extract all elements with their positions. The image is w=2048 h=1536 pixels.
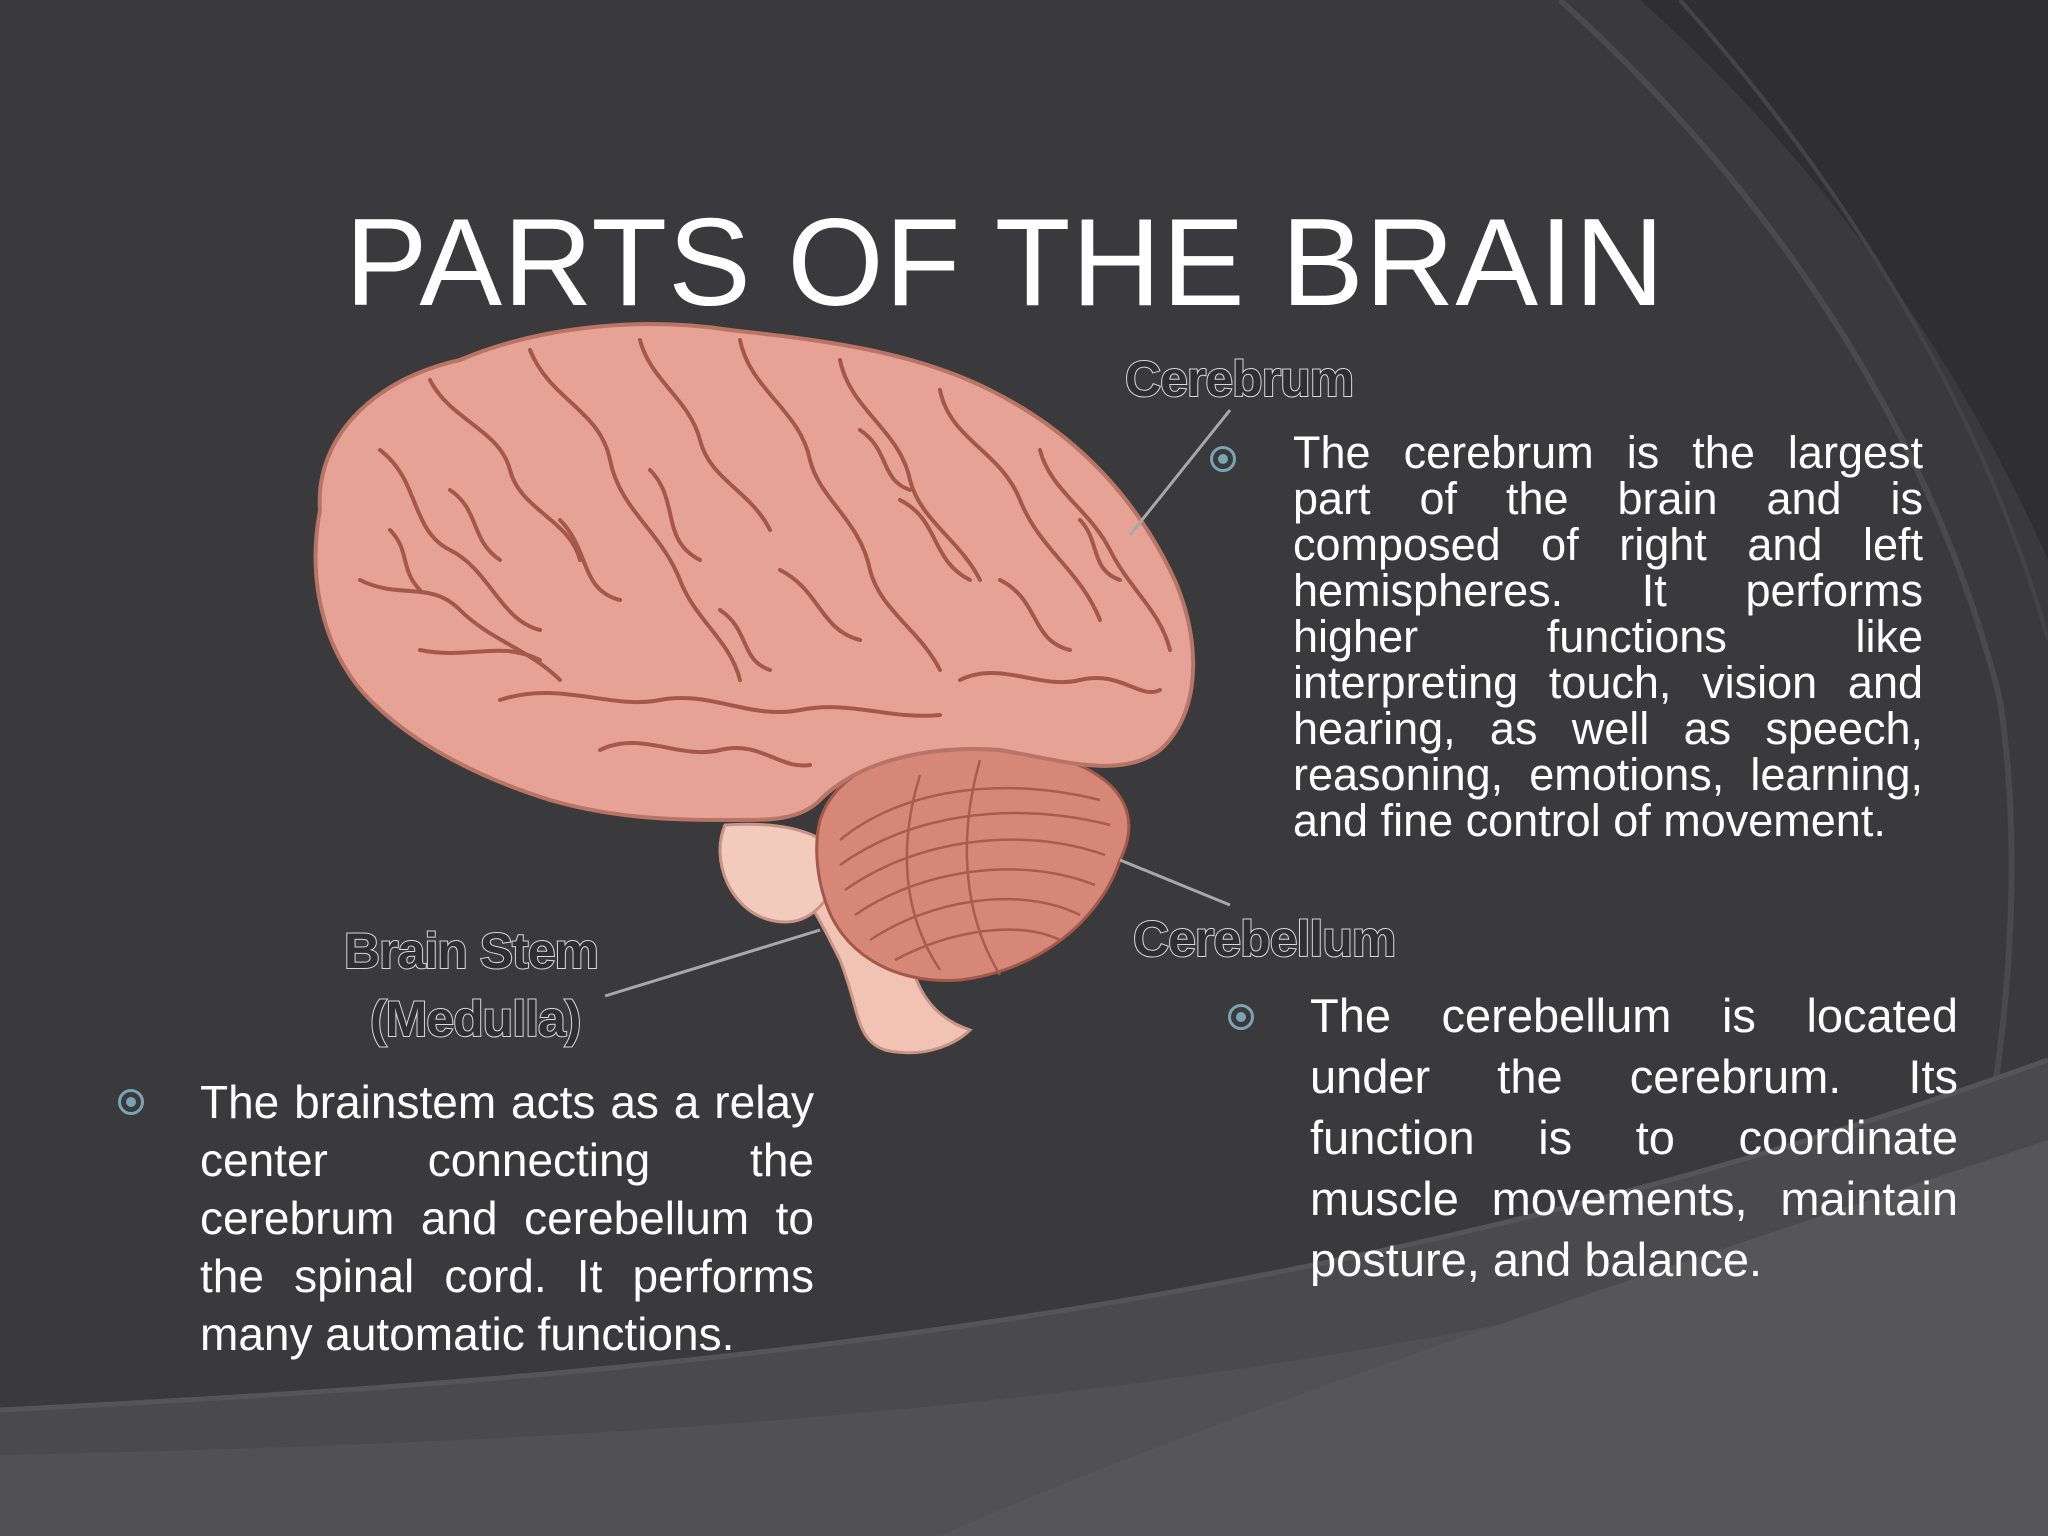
medulla-label: (Medulla)	[369, 990, 582, 1048]
ring-dot-bullet-icon	[1228, 1004, 1254, 1030]
ring-dot-bullet-icon	[118, 1089, 144, 1115]
cerebrum-leader-line	[1128, 409, 1232, 536]
brain-stem-leader-line	[604, 928, 821, 998]
brain-stem-label: Brain Stem	[343, 922, 600, 980]
ring-dot-bullet-icon	[1210, 446, 1236, 472]
cerebellum-label: Cerebellum	[1132, 910, 1397, 968]
brain-diagram	[313, 322, 1232, 1055]
cerebellum-description: The cerebellum is located under the cere…	[1310, 989, 1958, 1286]
slide-title: PARTS OF THE BRAIN	[344, 194, 1666, 333]
cerebrum-label: Cerebrum	[1124, 350, 1355, 408]
pons-shape	[718, 822, 842, 924]
cerebrum-shape	[313, 322, 1196, 822]
cerebellum-leader-line	[1119, 858, 1231, 907]
cerebrum-description: The cerebrum is the largest part of the …	[1293, 427, 1923, 846]
brainstem-description: The brainstem acts as a relay center con…	[200, 1076, 814, 1360]
cerebellum-shape	[815, 746, 1131, 982]
